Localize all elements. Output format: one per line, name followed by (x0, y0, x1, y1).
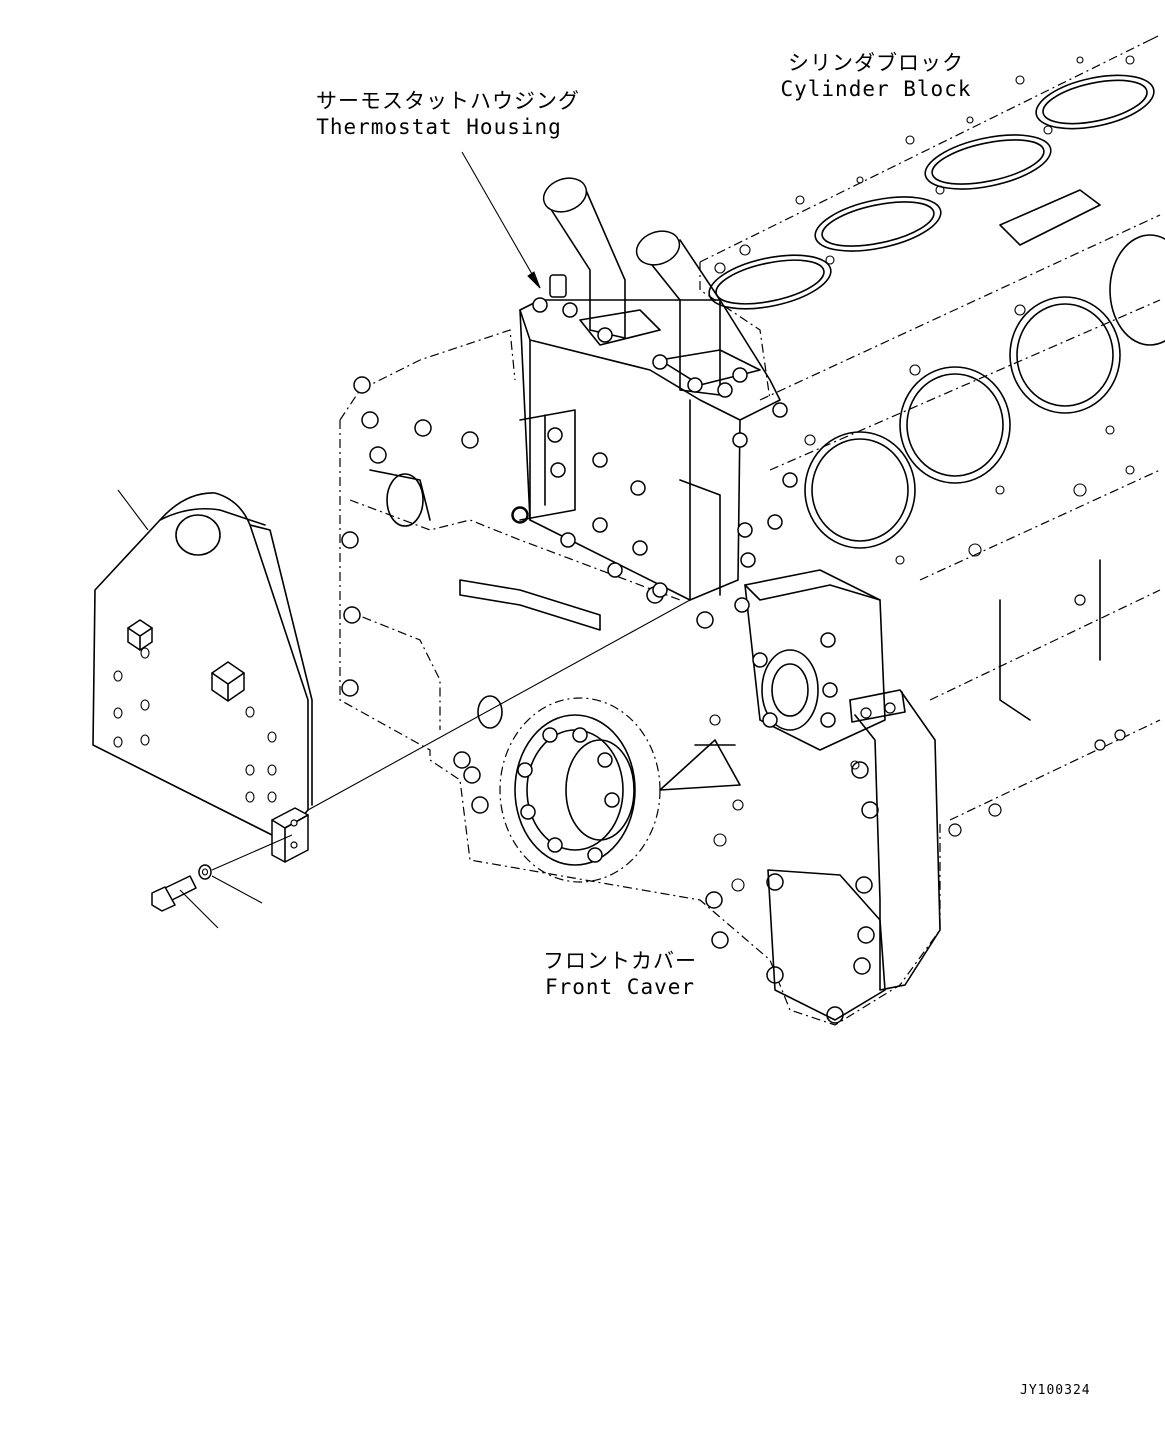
thermostat-housing (512, 177, 798, 601)
mounting-plate (92, 492, 313, 863)
thermostat-housing-label-ja: サーモスタットハウジング (316, 89, 580, 113)
cylinder-block-label-en: Cylinder Block (780, 77, 972, 101)
front-cover-label: フロントカバー Front Caver (540, 948, 700, 1000)
cylinder-block-label: シリンダブロック Cylinder Block (776, 50, 976, 102)
cylinder-block (699, 34, 1165, 837)
leader-lines (117, 151, 691, 929)
front-cover (339, 329, 941, 1026)
bolt-and-washer (151, 864, 212, 912)
thermostat-housing-label-en: Thermostat Housing (316, 115, 562, 139)
thermostat-housing-label: サーモスタットハウジング Thermostat Housing (316, 88, 580, 140)
cylinder-block-label-ja: シリンダブロック (788, 51, 964, 75)
drawing-id: JY100324 (1020, 1383, 1091, 1398)
front-cover-label-ja: フロントカバー (543, 949, 697, 973)
front-cover-label-en: Front Caver (544, 975, 696, 999)
